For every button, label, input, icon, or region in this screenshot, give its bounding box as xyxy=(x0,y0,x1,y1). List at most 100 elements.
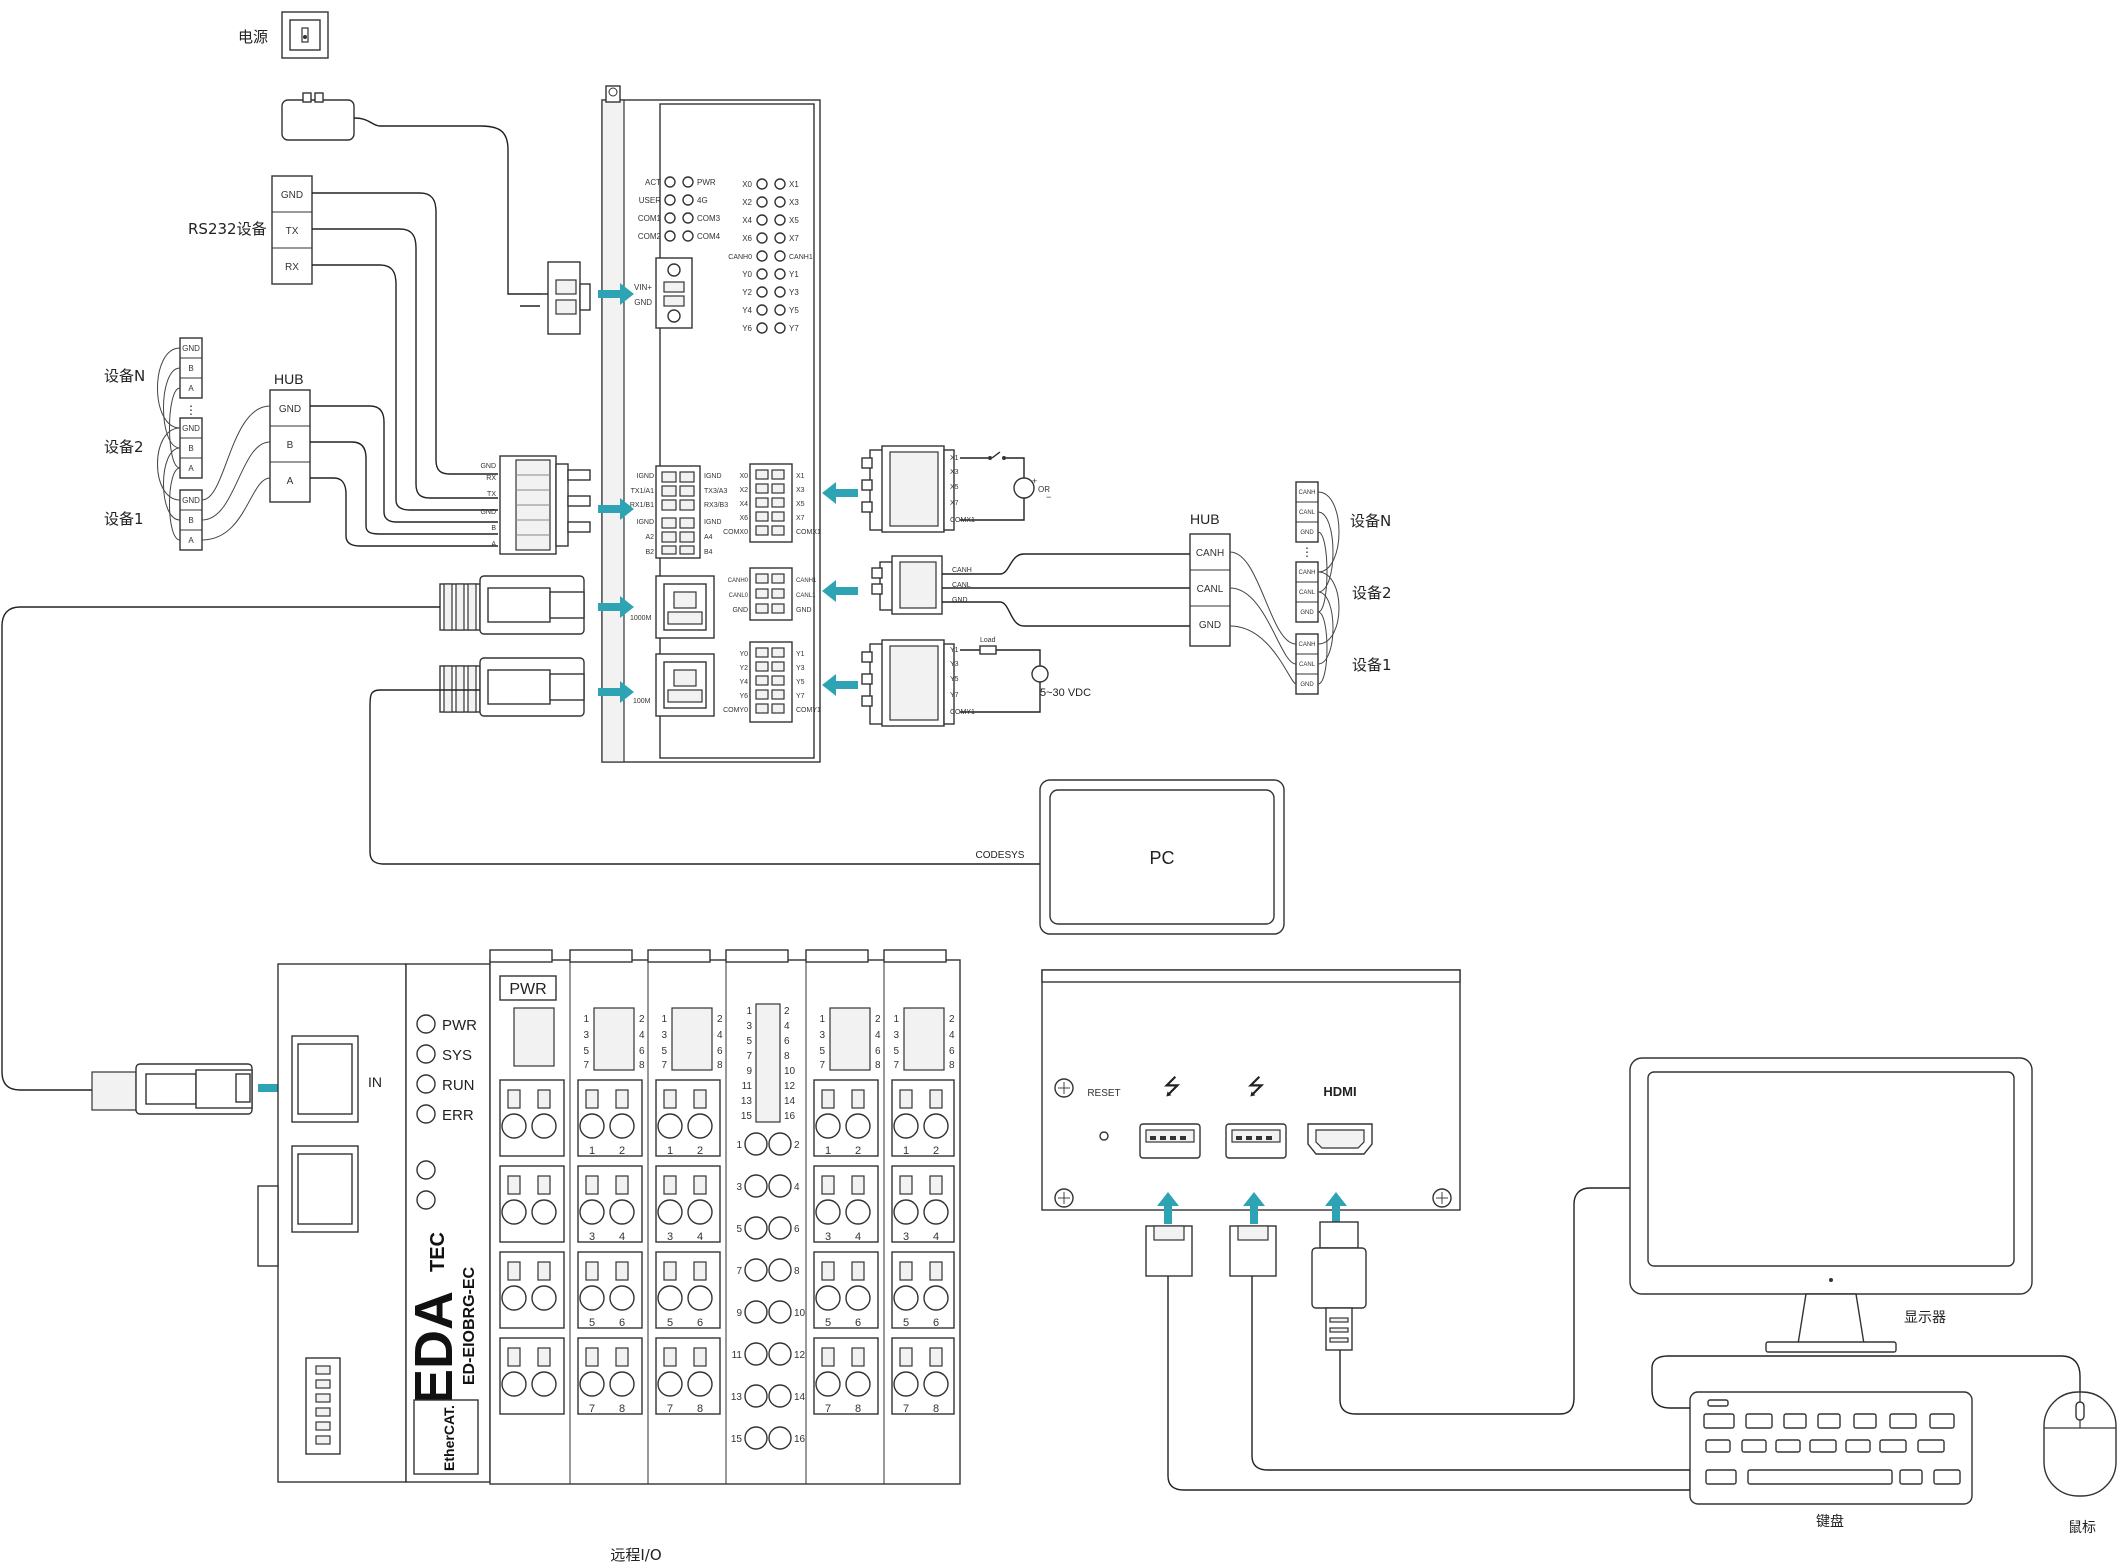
terminal-clamp[interactable] xyxy=(609,1113,635,1139)
terminal-clamp[interactable] xyxy=(845,1371,871,1397)
can-d1-pin-1: CANH xyxy=(1298,642,1315,648)
terminal-clamp[interactable] xyxy=(657,1285,683,1311)
keyboard-key xyxy=(1899,1469,1923,1485)
keyboard-key xyxy=(1705,1439,1731,1453)
usb-port-2[interactable] xyxy=(1225,1123,1287,1159)
terminal-release-tab xyxy=(899,1347,913,1367)
terminal-clamp[interactable] xyxy=(687,1371,713,1397)
terminal-clamp[interactable] xyxy=(768,1384,792,1408)
terminal-clamp[interactable] xyxy=(845,1199,871,1225)
terminal-clamp[interactable] xyxy=(893,1199,919,1225)
xin-r-3: X5 xyxy=(796,501,805,508)
terminal-clamp[interactable] xyxy=(923,1285,949,1311)
terminal-clamp[interactable] xyxy=(657,1113,683,1139)
terminal-clamp[interactable] xyxy=(744,1342,768,1366)
terminal-clamp[interactable] xyxy=(657,1371,683,1397)
reset-button[interactable] xyxy=(1099,1131,1109,1141)
terminal-clamp[interactable] xyxy=(687,1113,713,1139)
terminal-release-tab xyxy=(929,1089,943,1109)
terminal-clamp[interactable] xyxy=(579,1199,605,1225)
din-pin-3: X5 xyxy=(950,484,959,491)
terminal-clamp[interactable] xyxy=(501,1113,527,1139)
terminal-clamp[interactable] xyxy=(893,1285,919,1311)
terminal-clamp[interactable] xyxy=(609,1285,635,1311)
terminal-clamp[interactable] xyxy=(768,1300,792,1324)
terminal-clamp[interactable] xyxy=(744,1258,768,1282)
terminal-clamp[interactable] xyxy=(815,1199,841,1225)
terminal-clamp[interactable] xyxy=(893,1113,919,1139)
terminal-clamp[interactable] xyxy=(845,1113,871,1139)
power-label: 电源 xyxy=(238,28,268,46)
terminal-release-tab xyxy=(537,1261,551,1281)
terminal-clamp[interactable] xyxy=(815,1113,841,1139)
terminal-clamp[interactable] xyxy=(531,1371,557,1397)
keyboard-key xyxy=(1879,1439,1907,1453)
terminal-clamp[interactable] xyxy=(768,1342,792,1366)
terminal-clamp[interactable] xyxy=(768,1132,792,1156)
serial-r-4: IGND xyxy=(704,519,722,526)
terminal-clamp[interactable] xyxy=(923,1113,949,1139)
terminal-clamp[interactable] xyxy=(579,1113,605,1139)
rs485-d2-pin-b: B xyxy=(188,444,193,453)
terminal-clamp[interactable] xyxy=(501,1371,527,1397)
terminal-clamp[interactable] xyxy=(657,1199,683,1225)
terminal-clamp[interactable] xyxy=(923,1371,949,1397)
rs485-hub-pin-a: A xyxy=(287,476,294,487)
s5-top-pin-5: 5 xyxy=(819,1046,825,1057)
remote-led-sys: SYS xyxy=(442,1047,472,1064)
terminal-clamp[interactable] xyxy=(501,1199,527,1225)
terminal-clamp[interactable] xyxy=(687,1285,713,1311)
led-canh0: CANH0 xyxy=(728,254,752,261)
terminal-clamp[interactable] xyxy=(501,1285,527,1311)
terminal-clamp[interactable] xyxy=(815,1285,841,1311)
terminal-release-tab xyxy=(821,1261,835,1281)
terminal-clamp[interactable] xyxy=(815,1371,841,1397)
terminal-clamp[interactable] xyxy=(923,1199,949,1225)
s6-top-pin-3: 3 xyxy=(893,1030,899,1041)
terminal-clamp[interactable] xyxy=(768,1258,792,1282)
terminal-clamp[interactable] xyxy=(744,1174,768,1198)
terminal-clamp[interactable] xyxy=(893,1371,919,1397)
terminal-clamp[interactable] xyxy=(744,1384,768,1408)
terminal-clamp[interactable] xyxy=(744,1132,768,1156)
terminal-release-tab xyxy=(615,1175,629,1195)
terminal-clamp[interactable] xyxy=(531,1199,557,1225)
serial-l-5: A2 xyxy=(645,534,654,541)
serial-plug-pin-2: RX xyxy=(486,475,496,482)
terminal-row-label: 6 xyxy=(697,1317,703,1329)
terminal-clamp[interactable] xyxy=(609,1199,635,1225)
hdmi-port[interactable] xyxy=(1307,1123,1373,1155)
terminal-clamp[interactable] xyxy=(687,1199,713,1225)
terminal-clamp[interactable] xyxy=(531,1285,557,1311)
usb-icon: ⭍ xyxy=(1247,1074,1265,1099)
terminal-clamp[interactable] xyxy=(768,1216,792,1240)
terminal-clamp[interactable] xyxy=(744,1426,768,1450)
din-source-minus: − xyxy=(1046,492,1051,502)
terminal-clamp[interactable] xyxy=(744,1300,768,1324)
usb-port-1[interactable] xyxy=(1139,1123,1201,1159)
terminal-row-label: 5 xyxy=(903,1317,909,1329)
terminal-clamp[interactable] xyxy=(845,1285,871,1311)
rs485-hub-left: HUB GND B A xyxy=(269,371,311,503)
dense-pin-5: 5 xyxy=(746,1036,752,1047)
led-x7: X7 xyxy=(789,234,799,243)
pc-label: PC xyxy=(1149,848,1174,868)
serial-l-1: IGND xyxy=(637,473,655,480)
terminal-clamp[interactable] xyxy=(768,1426,792,1450)
s2-top-pin-1: 1 xyxy=(583,1014,589,1025)
ethernet-plug-1 xyxy=(1,575,585,1091)
dense-pin-15: 15 xyxy=(741,1111,753,1122)
rs485-hub-pin-b: B xyxy=(287,440,294,451)
terminal-release-tab xyxy=(585,1347,599,1367)
dout-supply-label: 5~30 VDC xyxy=(1040,687,1091,699)
terminal-clamp[interactable] xyxy=(579,1285,605,1311)
terminal-clamp[interactable] xyxy=(579,1371,605,1397)
led-y6: Y6 xyxy=(742,324,752,333)
terminal-clamp[interactable] xyxy=(768,1174,792,1198)
s2-top-pin-8: 8 xyxy=(639,1060,645,1071)
terminal-clamp[interactable] xyxy=(609,1371,635,1397)
terminal-clamp[interactable] xyxy=(531,1113,557,1139)
can-d1-pin-3: GND xyxy=(1300,682,1314,688)
terminal-clamp[interactable] xyxy=(744,1216,768,1240)
